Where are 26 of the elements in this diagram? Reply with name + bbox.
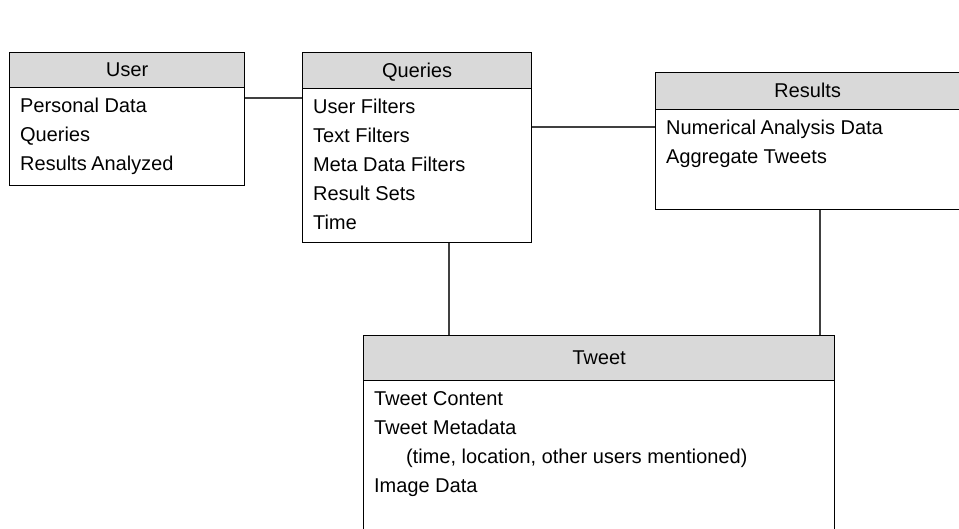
attribute-text: Text Filters — [313, 124, 410, 149]
attribute-text: Result Sets — [313, 182, 416, 207]
attribute-text: (time, location, other users mentioned) — [406, 445, 748, 470]
entity-box — [363, 335, 835, 529]
entity-header: Queries — [303, 53, 531, 89]
attribute-text: Queries — [20, 123, 90, 148]
attribute-text: Results Analyzed — [20, 152, 174, 177]
entity-header: Tweet — [364, 336, 834, 381]
entity-header: Results — [656, 73, 959, 110]
attribute-text: Image Data — [374, 474, 478, 499]
attribute-text: Tweet Metadata — [374, 416, 516, 441]
attribute-text: Numerical Analysis Data — [666, 116, 883, 141]
entity-box — [655, 72, 959, 210]
connector-line — [532, 126, 655, 128]
attribute-text: Meta Data Filters — [313, 153, 466, 178]
attribute-text: Aggregate Tweets — [666, 145, 827, 170]
attribute-text: Tweet Content — [374, 387, 503, 412]
attribute-text: User Filters — [313, 95, 416, 120]
connector-line — [245, 97, 302, 99]
entity-header: User — [10, 53, 244, 88]
connector-line — [448, 243, 450, 335]
entity-box — [9, 52, 245, 186]
entity-box — [302, 52, 532, 243]
connector-line — [819, 210, 821, 335]
attribute-text: Personal Data — [20, 94, 147, 119]
attribute-text: Time — [313, 211, 357, 236]
